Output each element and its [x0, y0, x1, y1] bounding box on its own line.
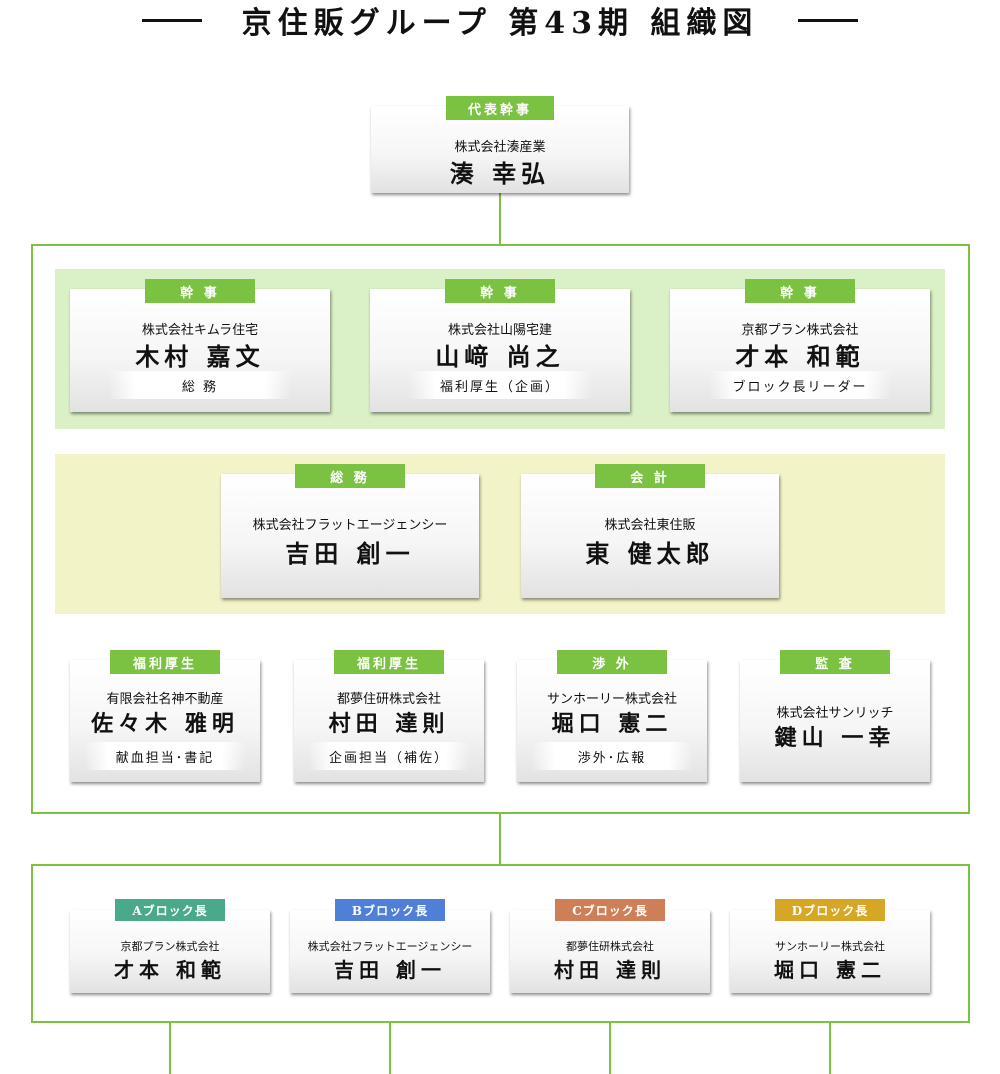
secretary-badge: 幹 事 — [745, 279, 855, 303]
secretary-role: ブロック長リーダー — [708, 371, 892, 399]
staff-role: 献血担当･書記 — [84, 742, 246, 770]
representative-company: 株式会社湊産業 — [454, 140, 546, 155]
block-company: 都夢住研株式会社 — [566, 940, 654, 953]
block-card-a: Aブロック長 京都プラン株式会社 才本 和範 — [70, 899, 270, 993]
block-b-badge: Bブロック長 — [335, 899, 445, 921]
staff-badge: 監 査 — [780, 650, 890, 674]
officer-company: 株式会社東住販 — [604, 518, 696, 533]
connector-block-b-down — [389, 1022, 391, 1074]
staff-company: 有限会社名神不動産 — [106, 692, 224, 707]
secretary-company: 京都プラン株式会社 — [741, 323, 859, 338]
secretary-company: 株式会社キムラ住宅 — [141, 323, 259, 338]
staff-company: 都夢住研株式会社 — [336, 692, 441, 707]
secretary-role: 福利厚生（企画） — [408, 371, 592, 399]
staff-card-horiguchi: 渉 外 サンホーリー株式会社 堀口 憲二 渉外･広報 — [517, 650, 707, 782]
officer-name: 東 健太郎 — [585, 539, 715, 568]
representative-badge: 代表幹事 — [446, 96, 554, 120]
staff-name: 佐々木 雅明 — [91, 711, 239, 737]
secretary-name: 山﨑 尚之 — [435, 342, 565, 371]
title-dash-left — [141, 18, 202, 22]
officer-badge: 会 計 — [595, 464, 705, 488]
secretary-card-saimoto: 幹 事 京都プラン株式会社 才本 和範 ブロック長リーダー — [670, 279, 930, 412]
secretary-name: 木村 嘉文 — [135, 342, 265, 371]
title-text: 京住販グループ 第43期 組織図 — [241, 6, 759, 41]
staff-role: 渉外･広報 — [531, 742, 693, 770]
officers-band — [55, 454, 945, 614]
block-name: 才本 和範 — [114, 958, 226, 982]
staff-company: 株式会社サンリッチ — [776, 706, 894, 721]
block-company: 京都プラン株式会社 — [120, 940, 220, 953]
secretary-card-kimura: 幹 事 株式会社キムラ住宅 木村 嘉文 総 務 — [70, 279, 330, 412]
secretary-card-yamazaki: 幹 事 株式会社山陽宅建 山﨑 尚之 福利厚生（企画） — [370, 279, 630, 412]
block-name: 堀口 憲二 — [774, 958, 886, 982]
staff-badge: 渉 外 — [557, 650, 667, 674]
connector-block-c-down — [609, 1022, 611, 1074]
staff-card-kagiyama: 監 査 株式会社サンリッチ 鍵山 一幸 — [740, 650, 930, 782]
secretary-name: 才本 和範 — [735, 342, 865, 371]
officer-name: 吉田 創一 — [285, 539, 415, 568]
officer-card-accounting: 会 計 株式会社東住販 東 健太郎 — [521, 464, 779, 598]
title-dash-right — [798, 18, 859, 22]
staff-card-murata: 福利厚生 都夢住研株式会社 村田 達則 企画担当（補佐） — [294, 650, 484, 782]
block-a-badge: Aブロック長 — [115, 899, 225, 921]
block-d-badge: Dブロック長 — [775, 899, 885, 921]
officer-badge: 総 務 — [295, 464, 405, 488]
staff-company: サンホーリー株式会社 — [546, 692, 677, 707]
block-card-d: Dブロック長 サンホーリー株式会社 堀口 憲二 — [730, 899, 930, 993]
block-company: 株式会社フラットエージェンシー — [307, 940, 473, 953]
staff-name: 村田 達則 — [328, 711, 450, 737]
staff-name: 堀口 憲二 — [551, 711, 673, 737]
secretary-badge: 幹 事 — [445, 279, 555, 303]
block-c-badge: Cブロック長 — [555, 899, 665, 921]
connector-block-d-down — [829, 1022, 831, 1074]
page-title: 京住販グループ 第43期 組織図 — [0, 0, 1000, 41]
officer-card-general-affairs: 総 務 株式会社フラットエージェンシー 吉田 創一 — [221, 464, 479, 598]
officer-company: 株式会社フラットエージェンシー — [252, 518, 448, 533]
connector-block-a-down — [169, 1022, 171, 1074]
staff-badge: 福利厚生 — [334, 650, 444, 674]
secretary-badge: 幹 事 — [145, 279, 255, 303]
connector-rep-to-board — [499, 193, 501, 245]
secretary-company: 株式会社山陽宅建 — [447, 323, 552, 338]
block-company: サンホーリー株式会社 — [775, 940, 885, 953]
block-name: 村田 達則 — [554, 958, 666, 982]
secretary-role: 総 務 — [108, 371, 292, 399]
representative-card: 代表幹事 株式会社湊産業 湊 幸弘 — [371, 96, 629, 193]
block-card-c: Cブロック長 都夢住研株式会社 村田 達則 — [510, 899, 710, 993]
block-name: 吉田 創一 — [334, 958, 446, 982]
connector-board-to-blocks — [499, 813, 501, 865]
staff-card-sasaki: 福利厚生 有限会社名神不動産 佐々木 雅明 献血担当･書記 — [70, 650, 260, 782]
staff-name: 鍵山 一幸 — [774, 725, 896, 751]
representative-name: 湊 幸弘 — [449, 159, 551, 188]
block-card-b: Bブロック長 株式会社フラットエージェンシー 吉田 創一 — [290, 899, 490, 993]
staff-role: 企画担当（補佐） — [308, 742, 470, 770]
staff-badge: 福利厚生 — [110, 650, 220, 674]
